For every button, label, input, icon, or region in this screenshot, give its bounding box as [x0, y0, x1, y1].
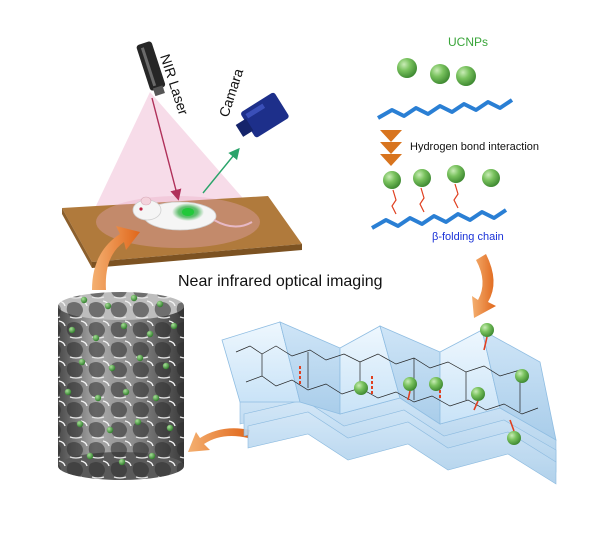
bound-ucnps [354, 323, 529, 445]
laser-beam-cone [95, 92, 255, 226]
embedded-ucnps [64, 294, 178, 466]
ucnp-particle [397, 58, 417, 78]
ucnps-label: UCNPs [448, 35, 488, 49]
camera-label: Camara [216, 66, 247, 119]
ucnp-binding-scheme: UCNPs Hydrogen bond interaction β-foldin… [371, 35, 539, 243]
imaging-title: Near infrared optical imaging [178, 273, 383, 290]
mouse-icon [132, 196, 253, 231]
laser-ray [151, 97, 182, 201]
flow-arrow-to-imaging [92, 226, 140, 290]
hydrogen-bond-label: Hydrogen bond interaction [410, 141, 539, 153]
imaging-station: NIR Laser Camara [62, 41, 302, 268]
down-chevrons-icon [380, 130, 402, 166]
flow-arrow-to-scaffold [188, 428, 250, 452]
beta-sheet-panel [481, 329, 557, 441]
laser-pointer-icon [136, 41, 166, 97]
porous-scaffold [58, 292, 184, 480]
beta-folding-label: β-folding chain [432, 231, 504, 243]
ucnp-particle [383, 171, 401, 189]
ucnp-particle [413, 169, 431, 187]
beta-sheet-stack [221, 321, 557, 485]
ucnp-particle [456, 66, 476, 86]
ucnp-particle [482, 169, 500, 187]
ucnp-particle [430, 64, 450, 84]
peptide-chain-bottom [371, 208, 508, 230]
camera-icon [235, 92, 289, 138]
ucnp-particle [447, 165, 465, 183]
peptide-chain-top [377, 98, 514, 120]
flow-arrow-to-sheet [472, 254, 496, 318]
camera-ray [202, 147, 240, 194]
